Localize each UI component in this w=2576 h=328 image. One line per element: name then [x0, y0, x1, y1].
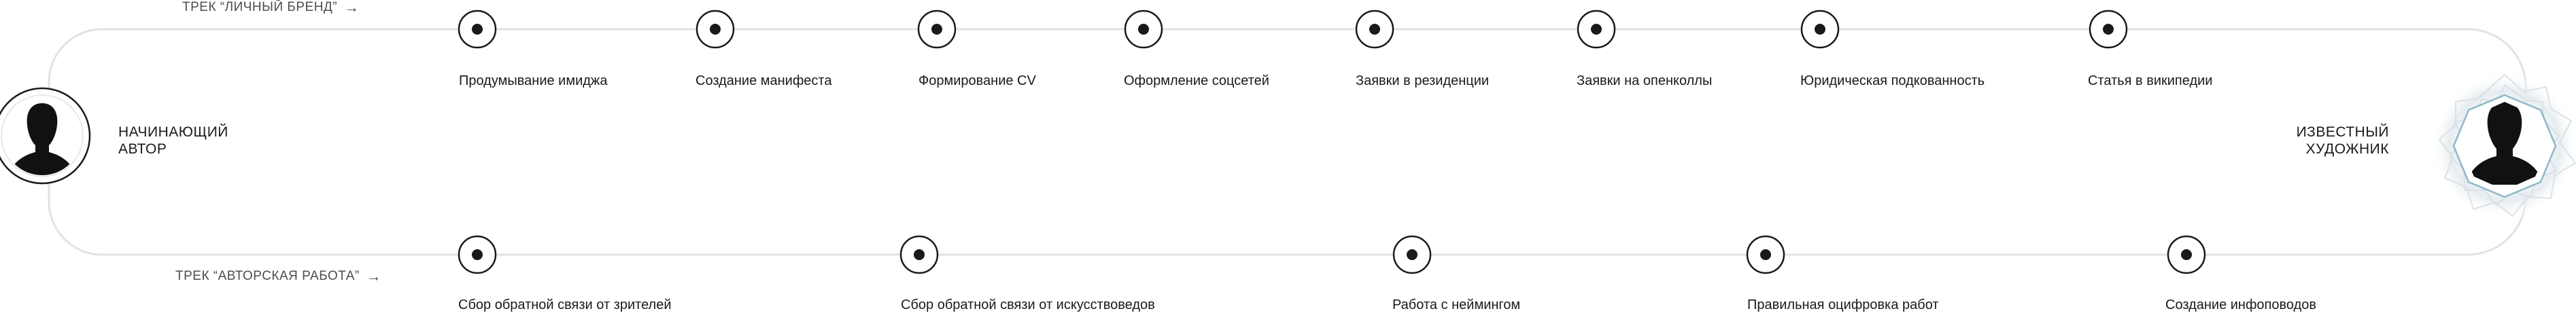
bottom-step-label: Сбор обратной связи от искусствоведов — [901, 297, 1155, 312]
top-step-node — [2089, 10, 2128, 49]
bottom-step-node — [899, 235, 939, 274]
top-step-label: Заявки на опенколлы — [1577, 73, 1713, 88]
top-step-node — [917, 10, 957, 49]
top-step-node — [1800, 10, 1840, 49]
top-step-node — [695, 10, 735, 49]
node-dot — [1138, 24, 1149, 35]
node-dot — [1815, 24, 1825, 35]
top-step-node — [1577, 10, 1616, 49]
node-dot — [931, 24, 942, 35]
end-avatar — [2431, 73, 2576, 219]
track-label-text: ТРЕК “ЛИЧНЫЙ БРЕНД” — [182, 0, 338, 14]
node-dot — [2181, 249, 2192, 260]
arrow-right-icon: → — [366, 268, 382, 285]
end-label: ИЗВЕСТНЫЙ ХУДОЖНИК — [2296, 124, 2389, 157]
node-dot — [1591, 24, 1602, 35]
top-step-label: Заявки в резиденции — [1356, 73, 1490, 88]
top-step-label: Создание манифеста — [695, 73, 832, 88]
person-silhouette-icon — [7, 103, 78, 175]
bottom-step-label: Правильная оцифровка работ — [1747, 297, 1939, 312]
top-step-label: Статья в википедии — [2088, 73, 2213, 88]
start-avatar — [0, 87, 91, 185]
bottom-step-node — [1392, 235, 1432, 274]
bottom-step-node — [2167, 235, 2206, 274]
track-label-personal-brand: ТРЕК “ЛИЧНЫЙ БРЕНД” → — [182, 0, 360, 15]
track-label-text: ТРЕК “АВТОРСКАЯ РАБОТА” — [175, 269, 360, 283]
top-step-label: Формирование CV — [918, 73, 1036, 88]
node-dot — [1760, 249, 1771, 260]
track-label-author-work: ТРЕК “АВТОРСКАЯ РАБОТА” → — [175, 269, 381, 284]
bottom-step-node — [458, 235, 497, 274]
arrow-right-icon: → — [344, 0, 360, 16]
top-step-label: Оформление соцсетей — [1124, 73, 1269, 88]
node-dot — [472, 249, 483, 260]
bottom-step-label: Сбор обратной связи от зрителей — [458, 297, 672, 312]
person-silhouette-icon — [2460, 102, 2549, 190]
top-step-label: Продумывание имиджа — [459, 73, 608, 88]
track-loop-path — [48, 28, 2527, 256]
node-dot — [1407, 249, 1418, 260]
bottom-track-nodes — [458, 235, 2206, 274]
start-label: НАЧИНАЮЩИЙ АВТОР — [118, 124, 228, 157]
top-step-node — [458, 10, 497, 49]
top-step-label: Юридическая подкованность — [1800, 73, 1985, 88]
node-dot — [1369, 24, 1380, 35]
top-track-nodes — [458, 10, 2128, 49]
bottom-step-label: Работа с неймингом — [1392, 297, 1521, 312]
bottom-step-label: Создание инфоповодов — [2165, 297, 2317, 312]
bottom-step-node — [1746, 235, 1785, 274]
node-dot — [472, 24, 483, 35]
node-dot — [710, 24, 721, 35]
top-step-node — [1355, 10, 1394, 49]
node-dot — [2103, 24, 2114, 35]
top-step-node — [1124, 10, 1163, 49]
node-dot — [914, 249, 925, 260]
